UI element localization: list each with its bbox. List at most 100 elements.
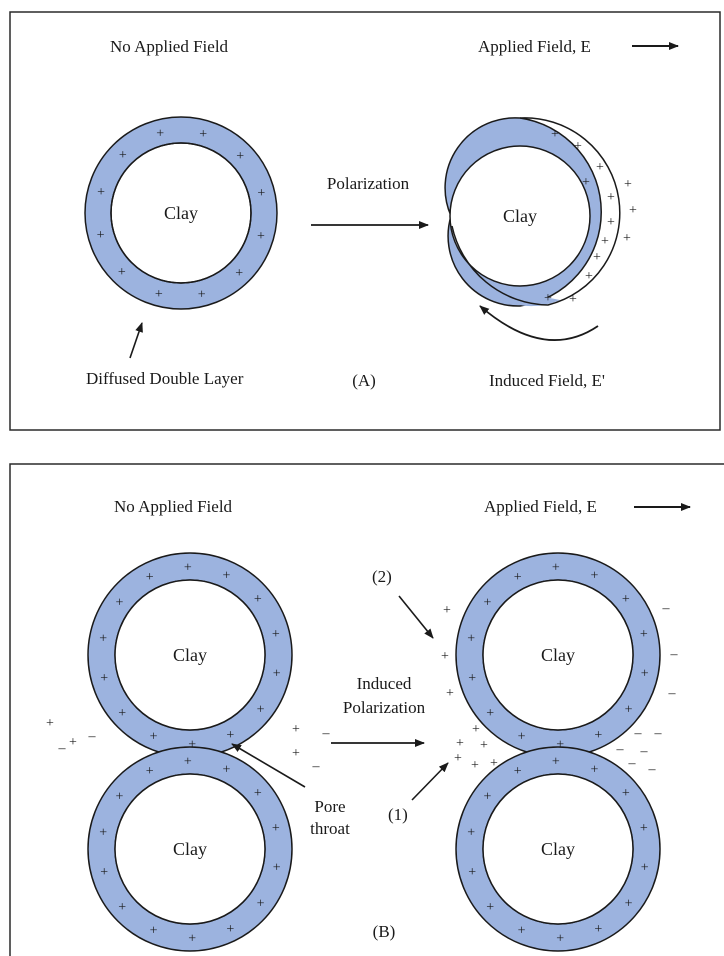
plus-charge: + [484,790,492,805]
plus-charge: + [590,762,598,777]
free-ion-positive: + [292,746,300,761]
plus-charge: + [518,730,526,745]
plus-charge: + [622,592,630,607]
free-ion-negative: – [662,601,671,616]
panel-a-double-layer-label: Diffused Double Layer [86,369,244,388]
free-ion-positive: + [441,649,449,664]
plus-charge: + [623,231,631,246]
free-ion-negative: – [312,759,321,774]
panel-b-pore-label: Pore [314,797,345,816]
clay-label-b-top-right: Clay [541,645,575,665]
free-ion-positive: + [69,735,77,750]
plus-charge: + [601,234,609,249]
plus-charge: + [582,175,590,190]
free-ion-positive: + [443,603,451,618]
plus-charge: + [119,148,127,163]
plus-charge: + [273,861,281,876]
clay-label-b-top-left: Clay [173,645,207,665]
plus-charge: + [146,570,154,585]
plus-charge: + [226,728,234,743]
plus-charge: + [594,728,602,743]
plus-charge: + [594,922,602,937]
plus-charge: + [236,149,244,164]
plus-charge: + [272,821,280,836]
panel-b: No Applied Field Applied Field, E Clay + +… [9,463,724,956]
plus-charge: + [257,229,265,244]
plus-charge: + [486,706,494,721]
free-ion-negative: – [648,762,657,777]
plus-charge: + [590,568,598,583]
free-ion-negative: – [670,647,679,662]
plus-charge: + [116,596,124,611]
plus-charge: + [514,764,522,779]
plus-charge: + [235,266,243,281]
plus-charge: + [118,900,126,915]
free-ion-positive: + [446,686,454,701]
free-ion-negative: – [640,744,649,759]
panel-b-clay-particles: Clay + + + + + + + + + + + + + + Clay + + + + + + + + + + + + + + Clay… [87,552,661,952]
plus-charge: + [552,561,560,576]
free-ion-negative: – [654,726,663,741]
panel-a: No Applied Field Applied Field, E Clay +… [9,11,721,431]
plus-charge: + [97,185,105,200]
panel-b-no-field-heading: No Applied Field [114,497,233,516]
clay-particle-b-top-right [482,579,634,731]
clay-particle-b-bottom-right [482,773,634,925]
plus-charge: + [272,627,280,642]
plus-charge: + [625,702,633,717]
panel-a-crescent-outline [451,117,621,306]
plus-charge: + [641,667,649,682]
plus-charge: + [467,825,475,840]
plus-charge: + [544,291,552,306]
plus-charge: + [254,786,262,801]
panel-b-pore-throat-pointer [231,743,306,788]
plus-charge: + [622,786,630,801]
panel-a-induced-field-label: Induced Field, E' [489,371,605,390]
plus-charge: + [640,821,648,836]
plus-charge: + [641,861,649,876]
free-ion-negative: – [58,741,67,756]
plus-charge: + [222,762,230,777]
plus-charge: + [518,924,526,939]
plus-charge: + [184,561,192,576]
plus-charge: + [556,737,564,752]
panel-b-applied-field-heading: Applied Field, E [484,497,597,516]
plus-charge: + [184,755,192,770]
panel-b-polarization-label: Polarization [343,698,426,717]
plus-charge: + [484,596,492,611]
plus-charge: + [273,667,281,682]
plus-charge: + [551,127,559,142]
plus-charge: + [146,764,154,779]
plus-charge: + [468,865,476,880]
panel-b-label: (B) [373,922,396,941]
plus-charge: + [100,671,108,686]
free-ion-negative: – [88,729,97,744]
plus-charge: + [116,790,124,805]
free-ion-negative: – [322,726,331,741]
panel-a-no-field-heading: No Applied Field [110,37,229,56]
plus-charge: + [486,900,494,915]
panel-a-right-charges: ++++++++++++++ [544,127,637,307]
plus-charge: + [629,203,637,218]
panel-b-marker-2-arrow [398,595,434,639]
free-ion-positive: + [456,736,464,751]
free-ion-positive: + [292,722,300,737]
panel-b-frame [9,463,724,956]
panel-a-double-layer-pointer [129,322,143,359]
plus-charge: + [552,755,560,770]
plus-charge: + [198,287,206,302]
free-ion-positive: + [472,722,480,737]
plus-charge: + [199,127,207,142]
panel-a-left-charges: ++++++++++++ [97,127,266,303]
panel-a-clay-particle-right [449,145,591,287]
free-ion-positive: + [454,751,462,766]
free-ion-positive: + [490,756,498,771]
plus-charge: + [188,931,196,946]
panel-a-label: (A) [352,371,376,390]
panel-a-clay-particle [110,142,252,284]
clay-particle-b-top-left [114,579,266,731]
clay-label-b-bottom-right: Clay [541,839,575,859]
panel-a-polarization-label: Polarization [327,174,410,193]
plus-charge: + [99,631,107,646]
